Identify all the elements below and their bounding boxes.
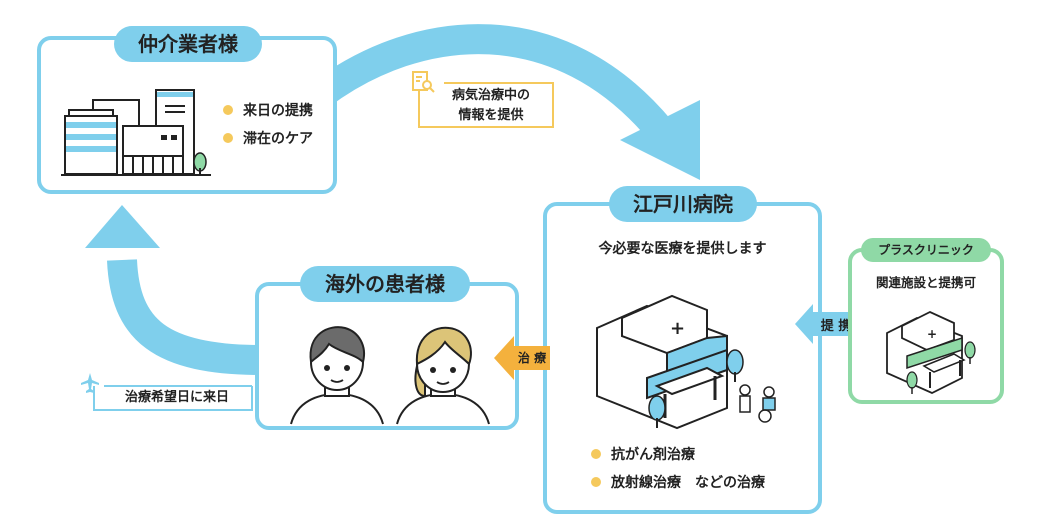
partner-label: 提 携 xyxy=(820,319,852,334)
arrival-note-label: 治療希望日に来日 xyxy=(124,390,229,405)
bullet-item: 滞在のケア xyxy=(223,128,313,148)
broker-title: 仲介業者様 xyxy=(114,26,262,62)
clinic-building-illustration: + xyxy=(886,311,976,394)
arrival-note-border xyxy=(93,385,253,411)
treatment-label: 治 療 xyxy=(517,351,547,365)
female-patient-illustration xyxy=(396,326,490,425)
bullet-dot-icon xyxy=(223,105,233,115)
male-patient-illustration xyxy=(290,326,384,425)
clinic-subtitle: 関連施設と提携可 xyxy=(875,275,976,290)
hospital-title: 江戸川病院 xyxy=(609,186,757,222)
hospital-card: 今必要な医療を提供します + 抗がん剤治療 放射線治療 などの治療 xyxy=(543,202,822,514)
bullet-item: 抗がん剤治療 xyxy=(591,444,765,464)
broker-bullets: 来日の提携 滞在のケア xyxy=(223,100,313,156)
treatment-arrow xyxy=(494,336,550,380)
bullet-item: 来日の提携 xyxy=(223,100,313,120)
svg-text:+: + xyxy=(670,318,685,339)
patients-card xyxy=(255,282,519,430)
info-note-text: 病気治療中の 情報を提供 xyxy=(451,88,530,123)
bullet-dot-icon xyxy=(223,133,233,143)
info-note-top-border xyxy=(444,82,554,84)
hospital-subtitle: 今必要な医療を提供します xyxy=(598,241,767,257)
office-buildings-illustration xyxy=(61,89,211,176)
bullet-dot-icon xyxy=(591,449,601,459)
document-search-icon xyxy=(412,71,435,93)
patients-title: 海外の患者様 xyxy=(300,266,470,302)
bullet-item: 放射線治療 などの治療 xyxy=(591,472,765,492)
clinic-title: プラスクリニック xyxy=(861,238,991,262)
broker-card: 来日の提携 滞在のケア xyxy=(37,36,337,194)
bullet-dot-icon xyxy=(591,477,601,487)
svg-text:+: + xyxy=(927,327,937,341)
airplane-icon xyxy=(81,373,99,393)
clinic-card: 関連施設と提携可 + xyxy=(848,248,1004,404)
hospital-building-illustration: + xyxy=(596,294,776,430)
hospital-bullets: 抗がん剤治療 放射線治療 などの治療 xyxy=(591,444,765,500)
info-note xyxy=(418,82,554,128)
